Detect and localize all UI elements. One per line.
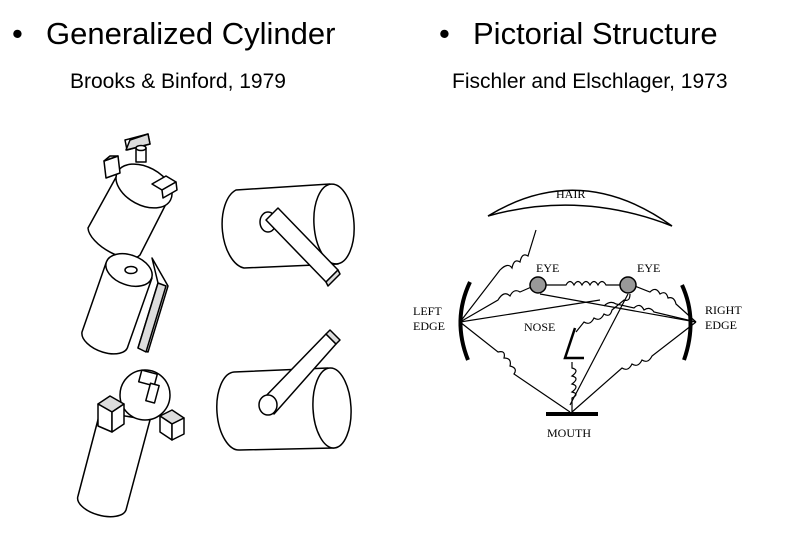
- cylinder-figure-1: [87, 133, 178, 259]
- right-eye-node: [619, 276, 637, 294]
- right-edge-label-line1: RIGHT: [705, 303, 742, 317]
- left-eye-node: [529, 276, 547, 294]
- bullet: •: [12, 16, 23, 51]
- mouth-label: MOUTH: [547, 426, 591, 440]
- left-edge-label-line2: EDGE: [413, 319, 445, 333]
- spring-connections: [459, 229, 697, 413]
- right-heading-text: Pictorial Structure: [473, 16, 718, 51]
- cylinder-figure-5: [216, 329, 352, 451]
- left-heading: • Generalized Cylinder: [12, 16, 335, 52]
- left-edge-label-line1: LEFT: [413, 304, 442, 318]
- right-edge-label-line2: EDGE: [705, 318, 737, 332]
- cylinder-figure-3: [81, 252, 169, 355]
- left-heading-text: Generalized Cylinder: [46, 16, 336, 51]
- bullet: •: [439, 16, 450, 51]
- nose-label: NOSE: [524, 320, 555, 334]
- left-eye-label: EYE: [536, 261, 559, 275]
- hair-shape: [487, 189, 673, 227]
- left-citation: Brooks & Binford, 1979: [70, 70, 286, 93]
- nose-shape: [563, 327, 584, 360]
- hair-label: HAIR: [556, 187, 585, 201]
- cylinder-figure-2: [221, 183, 355, 287]
- right-eye-label: EYE: [637, 261, 660, 275]
- cylinder-figure-4: [76, 369, 185, 518]
- right-heading: • Pictorial Structure: [439, 16, 718, 52]
- right-edge-bracket: [680, 284, 693, 361]
- right-citation: Fischler and Elschlager, 1973: [452, 70, 728, 93]
